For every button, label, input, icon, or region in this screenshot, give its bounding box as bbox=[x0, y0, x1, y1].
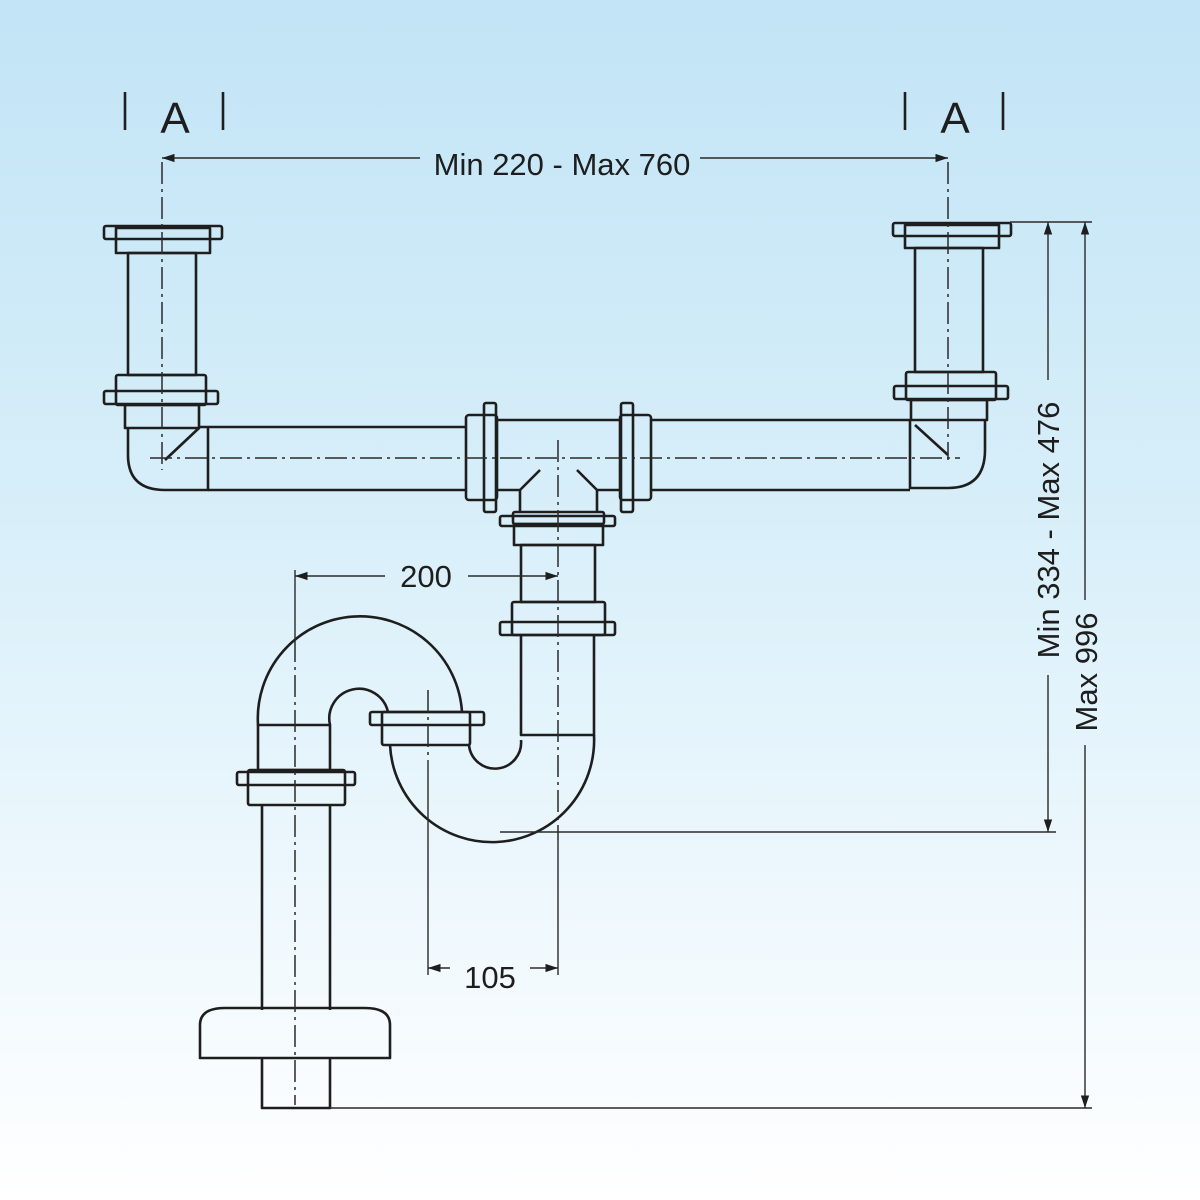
left-inlet-pipe bbox=[102, 224, 224, 492]
left-horizontal-pipe bbox=[208, 425, 466, 492]
dimension-trap-height: Min 334 - Max 476 bbox=[500, 221, 1092, 833]
section-marker-right: A bbox=[903, 92, 1005, 143]
section-label-left: A bbox=[160, 94, 190, 143]
dimension-total-height: Max 996 bbox=[330, 222, 1104, 1109]
s-trap bbox=[198, 615, 596, 1110]
total-height-label: Max 996 bbox=[1069, 613, 1104, 732]
dimension-outlet-offset: 105 bbox=[427, 760, 559, 995]
dimension-trap-offset: 200 bbox=[294, 559, 558, 640]
trap-offset-label: 200 bbox=[400, 559, 452, 594]
right-horizontal-pipe bbox=[651, 418, 910, 492]
right-inlet-pipe bbox=[891, 221, 1013, 490]
inlet-spacing-label: Min 220 - Max 760 bbox=[434, 147, 691, 182]
trap-height-label: Min 334 - Max 476 bbox=[1031, 402, 1066, 659]
centerlines bbox=[150, 162, 960, 1105]
section-label-right: A bbox=[940, 94, 970, 143]
outlet-offset-label: 105 bbox=[464, 960, 516, 995]
dimension-inlet-spacing: Min 220 - Max 760 bbox=[162, 147, 948, 182]
section-marker-left: A bbox=[123, 92, 225, 143]
